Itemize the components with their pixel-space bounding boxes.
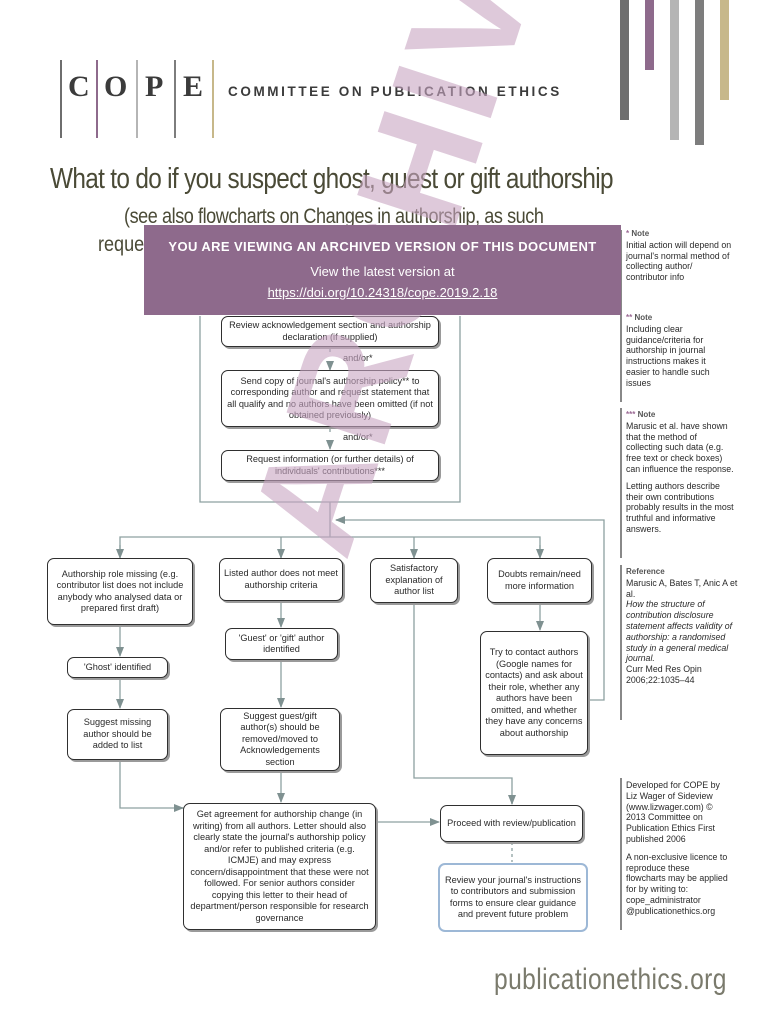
note-text: Letting authors describe their own contr… xyxy=(626,480,734,534)
archived-banner: YOU ARE VIEWING AN ARCHIVED VERSION OF T… xyxy=(144,225,621,315)
agreement-box: Get agreement for authorship change (in … xyxy=(183,803,376,930)
not-meet-criteria-box: Listed author does not meet authorship c… xyxy=(219,558,343,601)
logo-bar xyxy=(96,60,98,138)
note-3: *** Note Marusic et al. have shown that … xyxy=(626,410,736,535)
contact-authors-box: Try to contact authors (Google names for… xyxy=(480,631,588,755)
and-or-label: and/or* xyxy=(343,353,373,363)
page-title: What to do if you suspect ghost, guest o… xyxy=(50,163,614,195)
note-heading: Note xyxy=(634,313,653,322)
suggest-missing-box: Suggest missing author should be added t… xyxy=(67,709,168,760)
org-name: COMMITTEE ON PUBLICATION ETHICS xyxy=(228,84,562,99)
logo-letter-o: O xyxy=(104,70,128,103)
satisfactory-box: Satisfactory explanation of author list xyxy=(370,558,458,603)
page-subtitle: (see also flowcharts on Changes in autho… xyxy=(124,205,544,228)
logo-bar xyxy=(174,60,176,138)
logo-bar xyxy=(136,60,138,138)
developed-note: Developed for COPE by Liz Wager of Sidev… xyxy=(626,780,730,917)
guest-gift-box: 'Guest' or 'gift' author identified xyxy=(225,628,338,660)
logo-letter-p: P xyxy=(145,70,164,103)
decor-stripe-1 xyxy=(620,0,629,120)
side-divider xyxy=(620,565,622,720)
note-star: * xyxy=(626,229,630,238)
developed-text: Developed for COPE by Liz Wager of Sidev… xyxy=(626,780,720,844)
review-ack-box: Review acknowledgement section and autho… xyxy=(221,316,439,347)
logo-letter-c: C xyxy=(68,70,90,103)
reference-journal: Curr Med Res Opin 2006;22:1035–44 xyxy=(626,664,702,685)
logo-letter-e: E xyxy=(183,70,204,103)
side-divider xyxy=(620,230,622,402)
logo-bar xyxy=(212,60,214,138)
note-text: Including clear guidance/criteria for au… xyxy=(626,323,710,388)
note-heading: Note xyxy=(631,229,650,238)
ghost-identified-box: 'Ghost' identified xyxy=(67,657,168,678)
note-1: * Note Initial action will depend on jou… xyxy=(626,229,736,283)
licence-text: A non-exclusive licence to reproduce the… xyxy=(626,851,728,916)
suggest-remove-box: Suggest guest/gift author(s) should be r… xyxy=(220,708,340,771)
and-or-label: and/or* xyxy=(343,432,373,442)
send-policy-box: Send copy of journal's authorship policy… xyxy=(221,370,439,427)
decor-stripe-2 xyxy=(645,0,654,70)
footer-url: publicationethics.org xyxy=(494,963,727,996)
decor-stripe-4 xyxy=(695,0,704,145)
side-divider xyxy=(620,408,622,558)
proceed-box: Proceed with review/publication xyxy=(440,805,583,842)
decor-stripe-5 xyxy=(720,0,729,100)
role-missing-box: Authorship role missing (e.g. contributo… xyxy=(47,558,193,625)
reference-note: Reference Marusic A, Bates T, Anic A et … xyxy=(626,567,738,686)
page-subtitle-cont: reque xyxy=(98,233,145,256)
note-star: ** xyxy=(626,313,633,322)
request-info-box: Request information (or further details)… xyxy=(221,450,439,481)
note-text: Marusic et al. have shown that the metho… xyxy=(626,420,734,474)
logo-bar xyxy=(60,60,62,138)
banner-doi-link[interactable]: https://doi.org/10.24318/cope.2019.2.18 xyxy=(267,285,498,300)
banner-heading: YOU ARE VIEWING AN ARCHIVED VERSION OF T… xyxy=(168,239,597,254)
note-heading: Note xyxy=(637,410,656,419)
banner-subtext: View the latest version at xyxy=(310,264,455,279)
side-divider xyxy=(620,778,622,930)
decor-stripe-3 xyxy=(670,0,679,140)
reference-title: How the structure of contribution disclo… xyxy=(626,599,733,664)
note-text: Initial action will depend on journal's … xyxy=(626,239,732,283)
note-2: ** Note Including clear guidance/criteri… xyxy=(626,313,732,389)
doubts-box: Doubts remain/need more information xyxy=(487,558,592,603)
reference-heading: Reference xyxy=(626,567,665,576)
reference-authors: Marusic A, Bates T, Anic A et al. xyxy=(626,577,738,599)
review-instructions-box: Review your journal's instructions to co… xyxy=(438,863,588,932)
note-star: *** xyxy=(626,410,636,419)
